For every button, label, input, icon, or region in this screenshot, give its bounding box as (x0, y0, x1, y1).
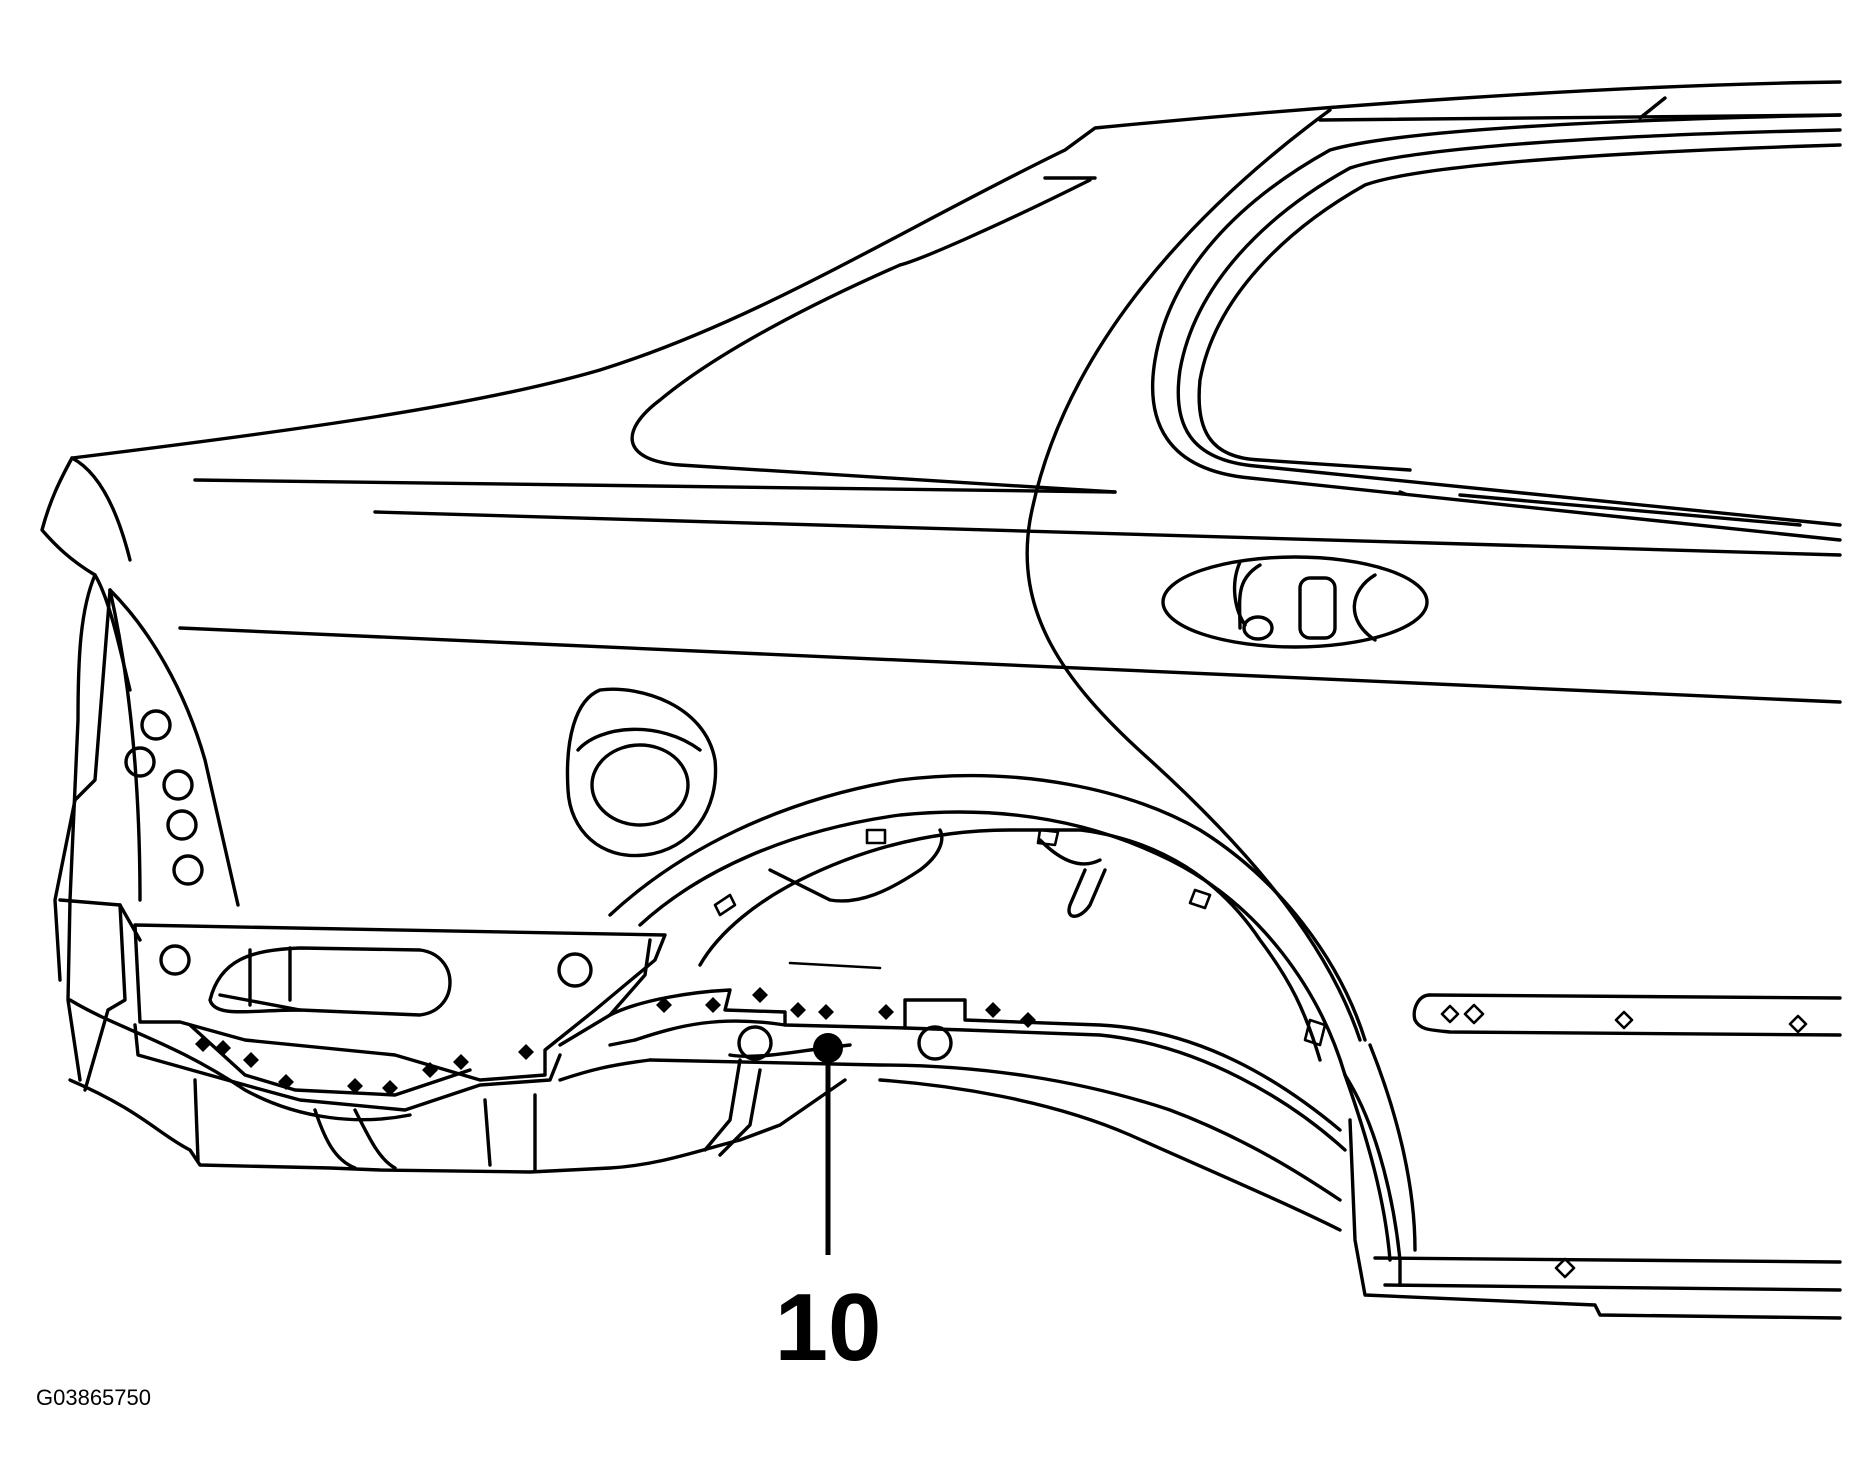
sill-beam (68, 998, 847, 1174)
spot-weld (818, 1004, 834, 1020)
spot-weld (1020, 1012, 1036, 1028)
callout-marker-dot (813, 1033, 843, 1063)
spot-weld-outline (1788, 1014, 1808, 1034)
mount-hole (124, 746, 156, 778)
spot-welds-solid (195, 987, 1036, 1096)
rear-corner-holes (124, 709, 953, 1061)
spot-weld (382, 1080, 398, 1096)
rear-corner (40, 456, 240, 1092)
spot-weld-outline (1614, 1010, 1634, 1030)
body-character-lines (178, 176, 1842, 704)
spot-weld-outline (1554, 1257, 1576, 1279)
mount-hole (159, 944, 191, 976)
spot-welds-hollow (1440, 1003, 1808, 1279)
spot-weld-outline (1463, 1003, 1485, 1025)
callout-10: 10 (775, 1033, 882, 1381)
mount-hole (917, 1025, 953, 1061)
spot-weld (243, 1052, 259, 1068)
roof-outline (70, 80, 1842, 460)
spot-weld (347, 1078, 363, 1094)
lower-rear-panel (133, 923, 667, 1082)
spot-weld (518, 1044, 534, 1060)
mount-hole (737, 1025, 773, 1061)
figure-id: G03865750 (36, 1385, 151, 1410)
spot-weld (422, 1062, 438, 1078)
spot-weld (215, 1040, 231, 1056)
arch-liner-tabs (713, 828, 1327, 1047)
mount-hole (557, 952, 593, 988)
spot-weld-outline (1440, 1004, 1460, 1024)
spot-weld (790, 1002, 806, 1018)
inner-sill-flange (558, 988, 1347, 1232)
spot-weld (195, 1036, 211, 1052)
spot-weld (453, 1054, 469, 1070)
spot-weld (705, 997, 721, 1013)
fuel-filler (565, 687, 718, 858)
spot-weld (878, 1004, 894, 1020)
spot-weld (278, 1074, 294, 1090)
spot-weld (752, 987, 768, 1003)
mount-hole (140, 709, 172, 741)
mount-hole (162, 769, 194, 801)
callout-label: 10 (775, 1274, 882, 1381)
rocker-panel (1348, 993, 1842, 1320)
spot-weld (656, 997, 672, 1013)
door-handle-recess (1161, 555, 1429, 649)
mount-hole (172, 854, 204, 886)
mount-hole (166, 809, 198, 841)
rear-window-frame (1150, 113, 1842, 542)
spot-weld (985, 1002, 1001, 1018)
